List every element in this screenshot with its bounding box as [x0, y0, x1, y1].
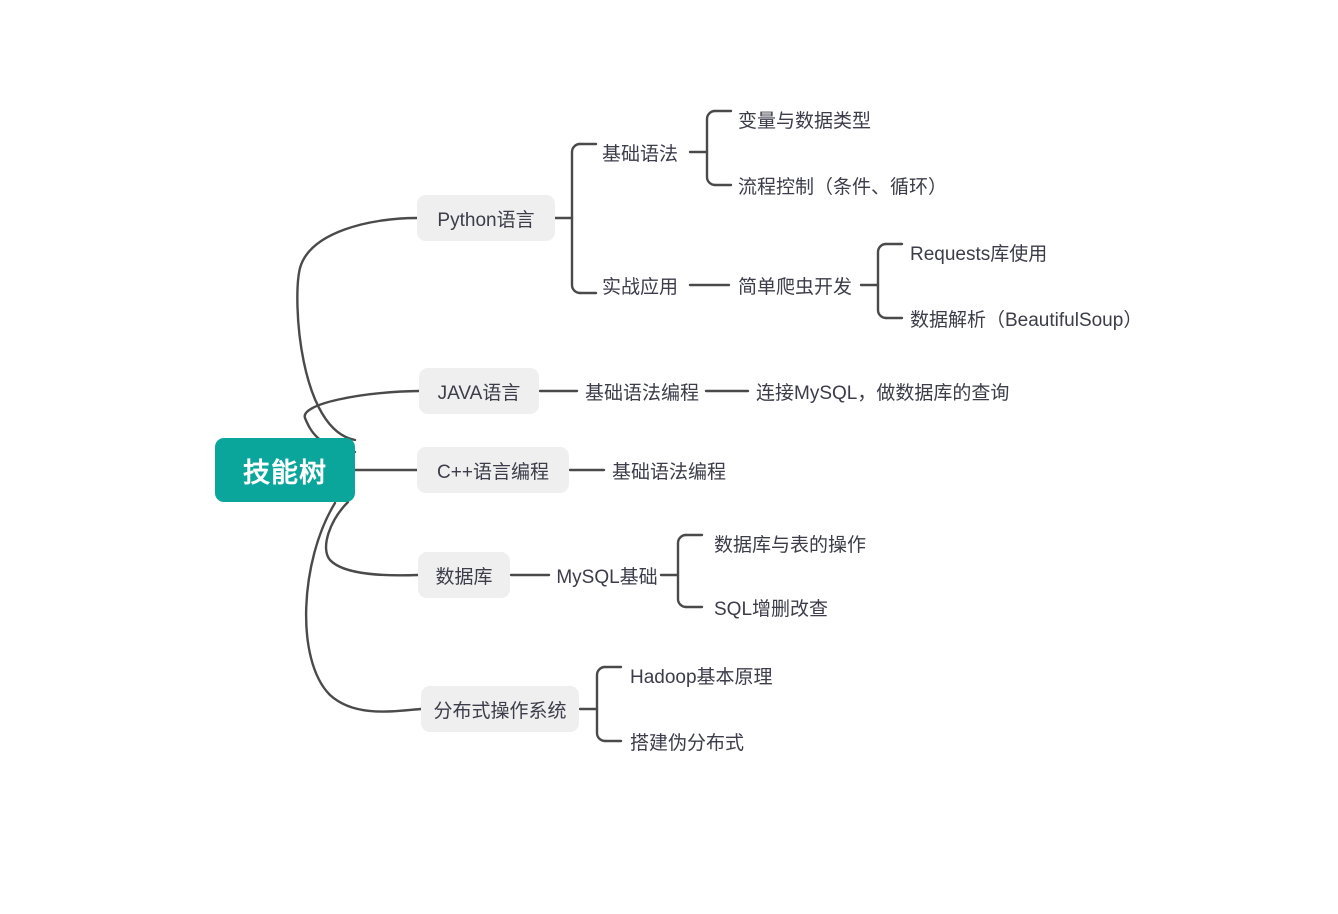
- node-data-parsing-bs-label: 数据解析（BeautifulSoup）: [910, 309, 1143, 331]
- node-hadoop-principles[interactable]: Hadoop基本原理: [630, 660, 782, 690]
- node-java-basic-syntax-programming[interactable]: 基础语法编程: [584, 376, 700, 406]
- node-requests-library[interactable]: Requests库使用: [910, 237, 1055, 267]
- node-build-pseudo-distributed-label: 搭建伪分布式: [630, 732, 745, 754]
- node-db-table-operations[interactable]: 数据库与表的操作: [714, 528, 874, 558]
- node-database[interactable]: 数据库: [418, 552, 510, 598]
- node-variables-datatypes-label: 变量与数据类型: [738, 110, 872, 132]
- node-cpp-language-programming[interactable]: C++语言编程: [417, 447, 569, 493]
- edge-root-database: [324, 500, 420, 577]
- node-distributed-os[interactable]: 分布式操作系统: [421, 686, 579, 732]
- node-python-basic-syntax[interactable]: 基础语法: [600, 137, 680, 167]
- edge-root-python: [296, 216, 419, 442]
- edge-spider-bracket: [876, 242, 888, 320]
- node-python-language[interactable]: Python语言: [417, 195, 555, 241]
- node-hadoop-principles-label: Hadoop基本原理: [630, 666, 773, 688]
- node-python-practice[interactable]: 实战应用: [600, 270, 680, 300]
- node-db-table-operations-label: 数据库与表的操作: [714, 534, 867, 556]
- node-python-language-label: Python语言: [437, 209, 535, 231]
- node-distributed-os-label: 分布式操作系统: [433, 700, 567, 722]
- node-mysql-basics[interactable]: MySQL基础: [556, 560, 658, 590]
- node-connect-mysql-query-label: 连接MySQL，做数据库的查询: [756, 382, 1010, 404]
- node-requests-library-label: Requests库使用: [910, 243, 1048, 265]
- node-python-practice-label: 实战应用: [601, 276, 678, 298]
- node-build-pseudo-distributed[interactable]: 搭建伪分布式: [630, 726, 755, 756]
- node-cpp-language-programming-label: C++语言编程: [437, 461, 549, 483]
- edge-basic-bracket: [705, 109, 717, 187]
- node-java-basic-syntax-programming-label: 基础语法编程: [584, 382, 699, 404]
- node-java-language-label: JAVA语言: [437, 382, 521, 404]
- node-flow-control-label: 流程控制（条件、循环）: [738, 176, 948, 198]
- node-mysql-basics-label: MySQL基础: [556, 566, 658, 588]
- node-sql-crud-label: SQL增删改查: [714, 598, 829, 620]
- node-java-language[interactable]: JAVA语言: [419, 368, 539, 414]
- node-database-label: 数据库: [435, 566, 493, 588]
- node-cpp-basic-syntax-programming[interactable]: 基础语法编程: [611, 455, 727, 485]
- node-sql-crud[interactable]: SQL增删改查: [714, 592, 839, 622]
- node-simple-spider-dev-label: 简单爬虫开发: [737, 276, 852, 298]
- node-cpp-basic-syntax-programming-label: 基础语法编程: [611, 461, 726, 483]
- node-data-parsing-bs[interactable]: 数据解析（BeautifulSoup）: [910, 303, 1155, 333]
- node-variables-datatypes[interactable]: 变量与数据类型: [738, 104, 878, 134]
- edge-root-distributed: [304, 501, 423, 713]
- edge-mysql-bracket: [676, 533, 688, 609]
- node-flow-control[interactable]: 流程控制（条件、循环）: [738, 170, 953, 200]
- mindmap-root-label: 技能树: [243, 457, 327, 488]
- edge-python-bracket: [570, 142, 582, 295]
- node-connect-mysql-query[interactable]: 连接MySQL，做数据库的查询: [756, 376, 1011, 406]
- node-python-basic-syntax-label: 基础语法: [601, 143, 678, 165]
- mindmap-root-node[interactable]: 技能树: [215, 438, 355, 502]
- edge-distributed-bracket: [595, 665, 607, 743]
- node-simple-spider-dev[interactable]: 简单爬虫开发: [735, 270, 855, 300]
